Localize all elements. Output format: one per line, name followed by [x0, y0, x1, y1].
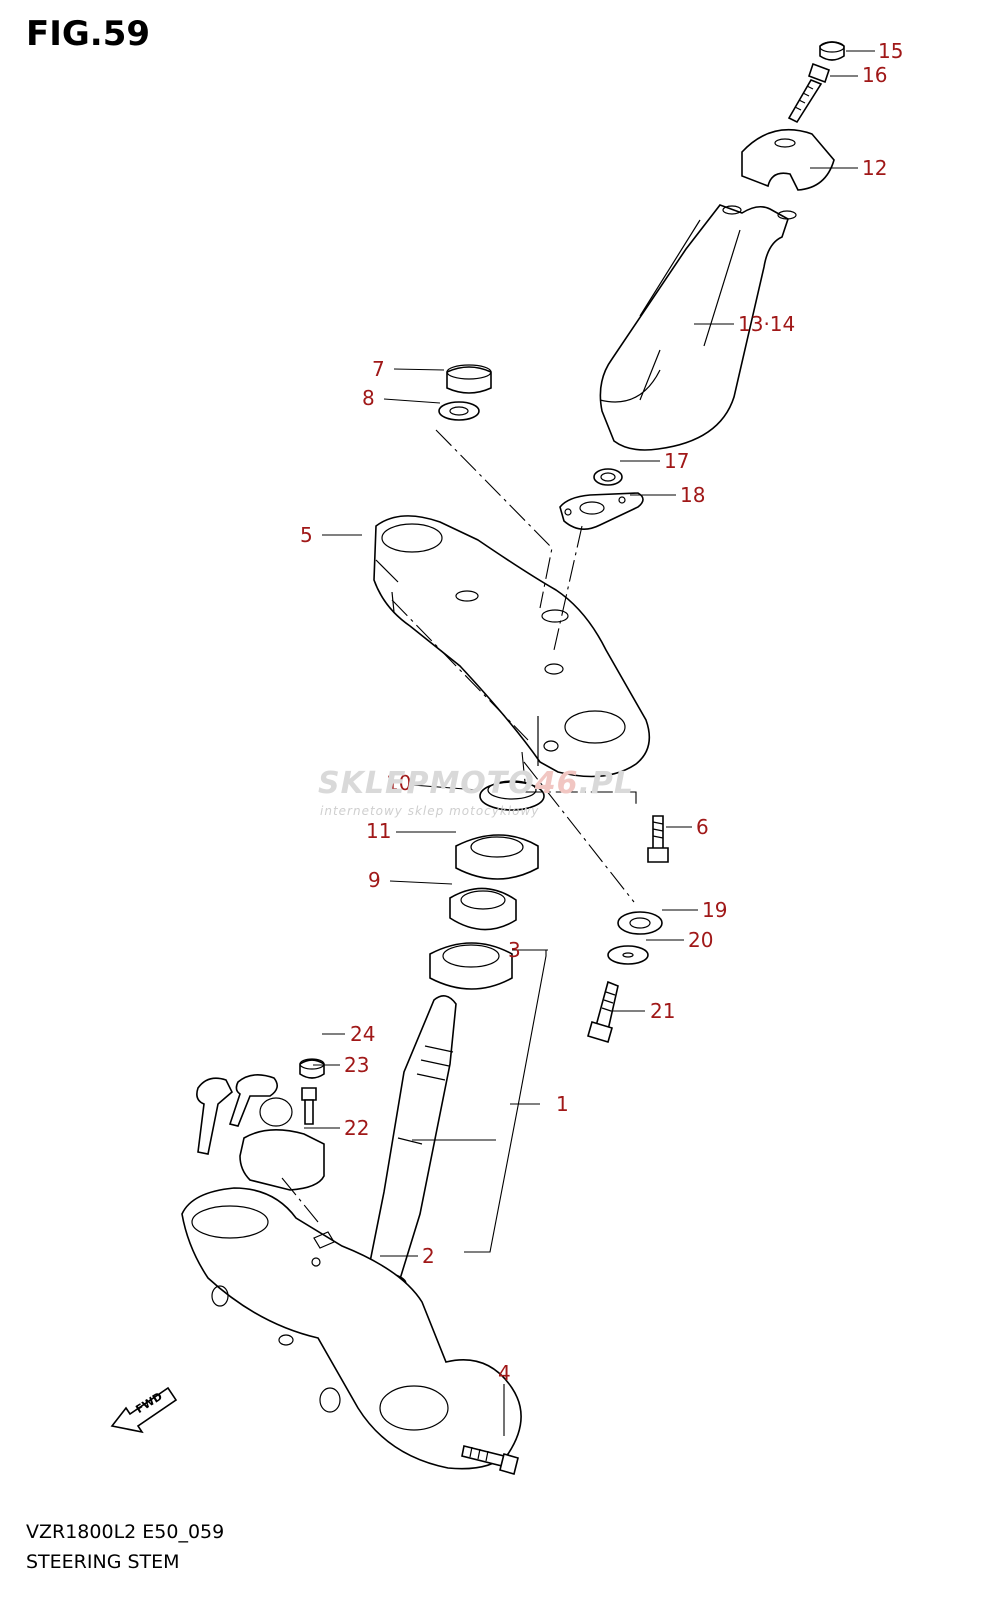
callout-23[interactable]: 23 — [344, 1053, 369, 1077]
part-19-washer[interactable] — [617, 911, 663, 935]
watermark-brand: SKLEPMOTO46.PL — [318, 766, 634, 801]
part-3-lower-bearing[interactable] — [429, 942, 513, 990]
part-20-washer[interactable] — [607, 945, 649, 965]
callout-17[interactable]: 17 — [664, 449, 689, 473]
watermark-tld: .PL — [578, 766, 635, 801]
callout-labels: 15 16 12 13·14 7 8 17 18 5 10 6 11 9 19 … — [300, 39, 903, 1385]
callout-12[interactable]: 12 — [862, 156, 887, 180]
assembly-chain-lines — [281, 429, 637, 1223]
part-12-handlebar-clamp[interactable] — [741, 128, 835, 191]
part-10-nut[interactable] — [479, 780, 545, 811]
part-8-washer[interactable] — [438, 401, 480, 421]
part-22-steering-lock[interactable] — [196, 1074, 325, 1191]
leader-lines — [304, 50, 875, 1436]
part-13-14-handlebar[interactable] — [599, 204, 797, 451]
callout-4[interactable]: 4 — [498, 1361, 511, 1385]
callout-7[interactable]: 7 — [372, 357, 385, 381]
section-name: STEERING STEM — [26, 1551, 180, 1573]
callout-20[interactable]: 20 — [688, 928, 713, 952]
part-24-cap[interactable] — [299, 1058, 325, 1079]
part-11-seal[interactable] — [455, 834, 539, 880]
callout-24[interactable]: 24 — [350, 1022, 375, 1046]
part-4-bolt[interactable] — [461, 1445, 519, 1475]
callout-8[interactable]: 8 — [362, 386, 375, 410]
part-9-upper-bearing[interactable] — [449, 887, 517, 931]
callout-6[interactable]: 6 — [696, 815, 709, 839]
watermark-main: SKLEPMOTO — [318, 766, 535, 801]
part-5-upper-bracket[interactable] — [373, 515, 651, 778]
callout-11[interactable]: 11 — [366, 819, 391, 843]
callout-15[interactable]: 15 — [878, 39, 903, 63]
part-18-plate[interactable] — [559, 492, 644, 530]
callout-5[interactable]: 5 — [300, 523, 313, 547]
part-17-washer[interactable] — [593, 468, 623, 486]
part-21-bolt[interactable] — [587, 980, 619, 1043]
callout-9[interactable]: 9 — [368, 868, 381, 892]
fwd-arrow-icon: FWD — [110, 1386, 178, 1434]
part-16-bolt[interactable] — [787, 62, 831, 124]
callout-19[interactable]: 19 — [702, 898, 727, 922]
model-code: VZR1800L2 E50_059 — [26, 1521, 225, 1543]
callout-22[interactable]: 22 — [344, 1116, 369, 1140]
part-23-screw[interactable] — [301, 1087, 317, 1125]
callout-3[interactable]: 3 — [508, 938, 521, 962]
part-7-stem-nut[interactable] — [446, 364, 492, 394]
callout-21[interactable]: 21 — [650, 999, 675, 1023]
callout-16[interactable]: 16 — [862, 63, 887, 87]
watermark-tagline: internetowy sklep motocyklowy — [320, 804, 540, 818]
watermark-accent: 46 — [534, 766, 579, 801]
callout-1[interactable]: 1 — [556, 1092, 569, 1116]
callout-2[interactable]: 2 — [422, 1244, 435, 1268]
callout-10[interactable]: 10 — [386, 771, 411, 795]
lower-bracket[interactable] — [181, 1187, 522, 1470]
figure-title: FIG.59 — [26, 14, 151, 54]
part-6-bolt[interactable] — [647, 815, 669, 863]
part-15-cap[interactable] — [819, 41, 845, 61]
callout-18[interactable]: 18 — [680, 483, 705, 507]
callout-13-14[interactable]: 13·14 — [738, 312, 795, 336]
